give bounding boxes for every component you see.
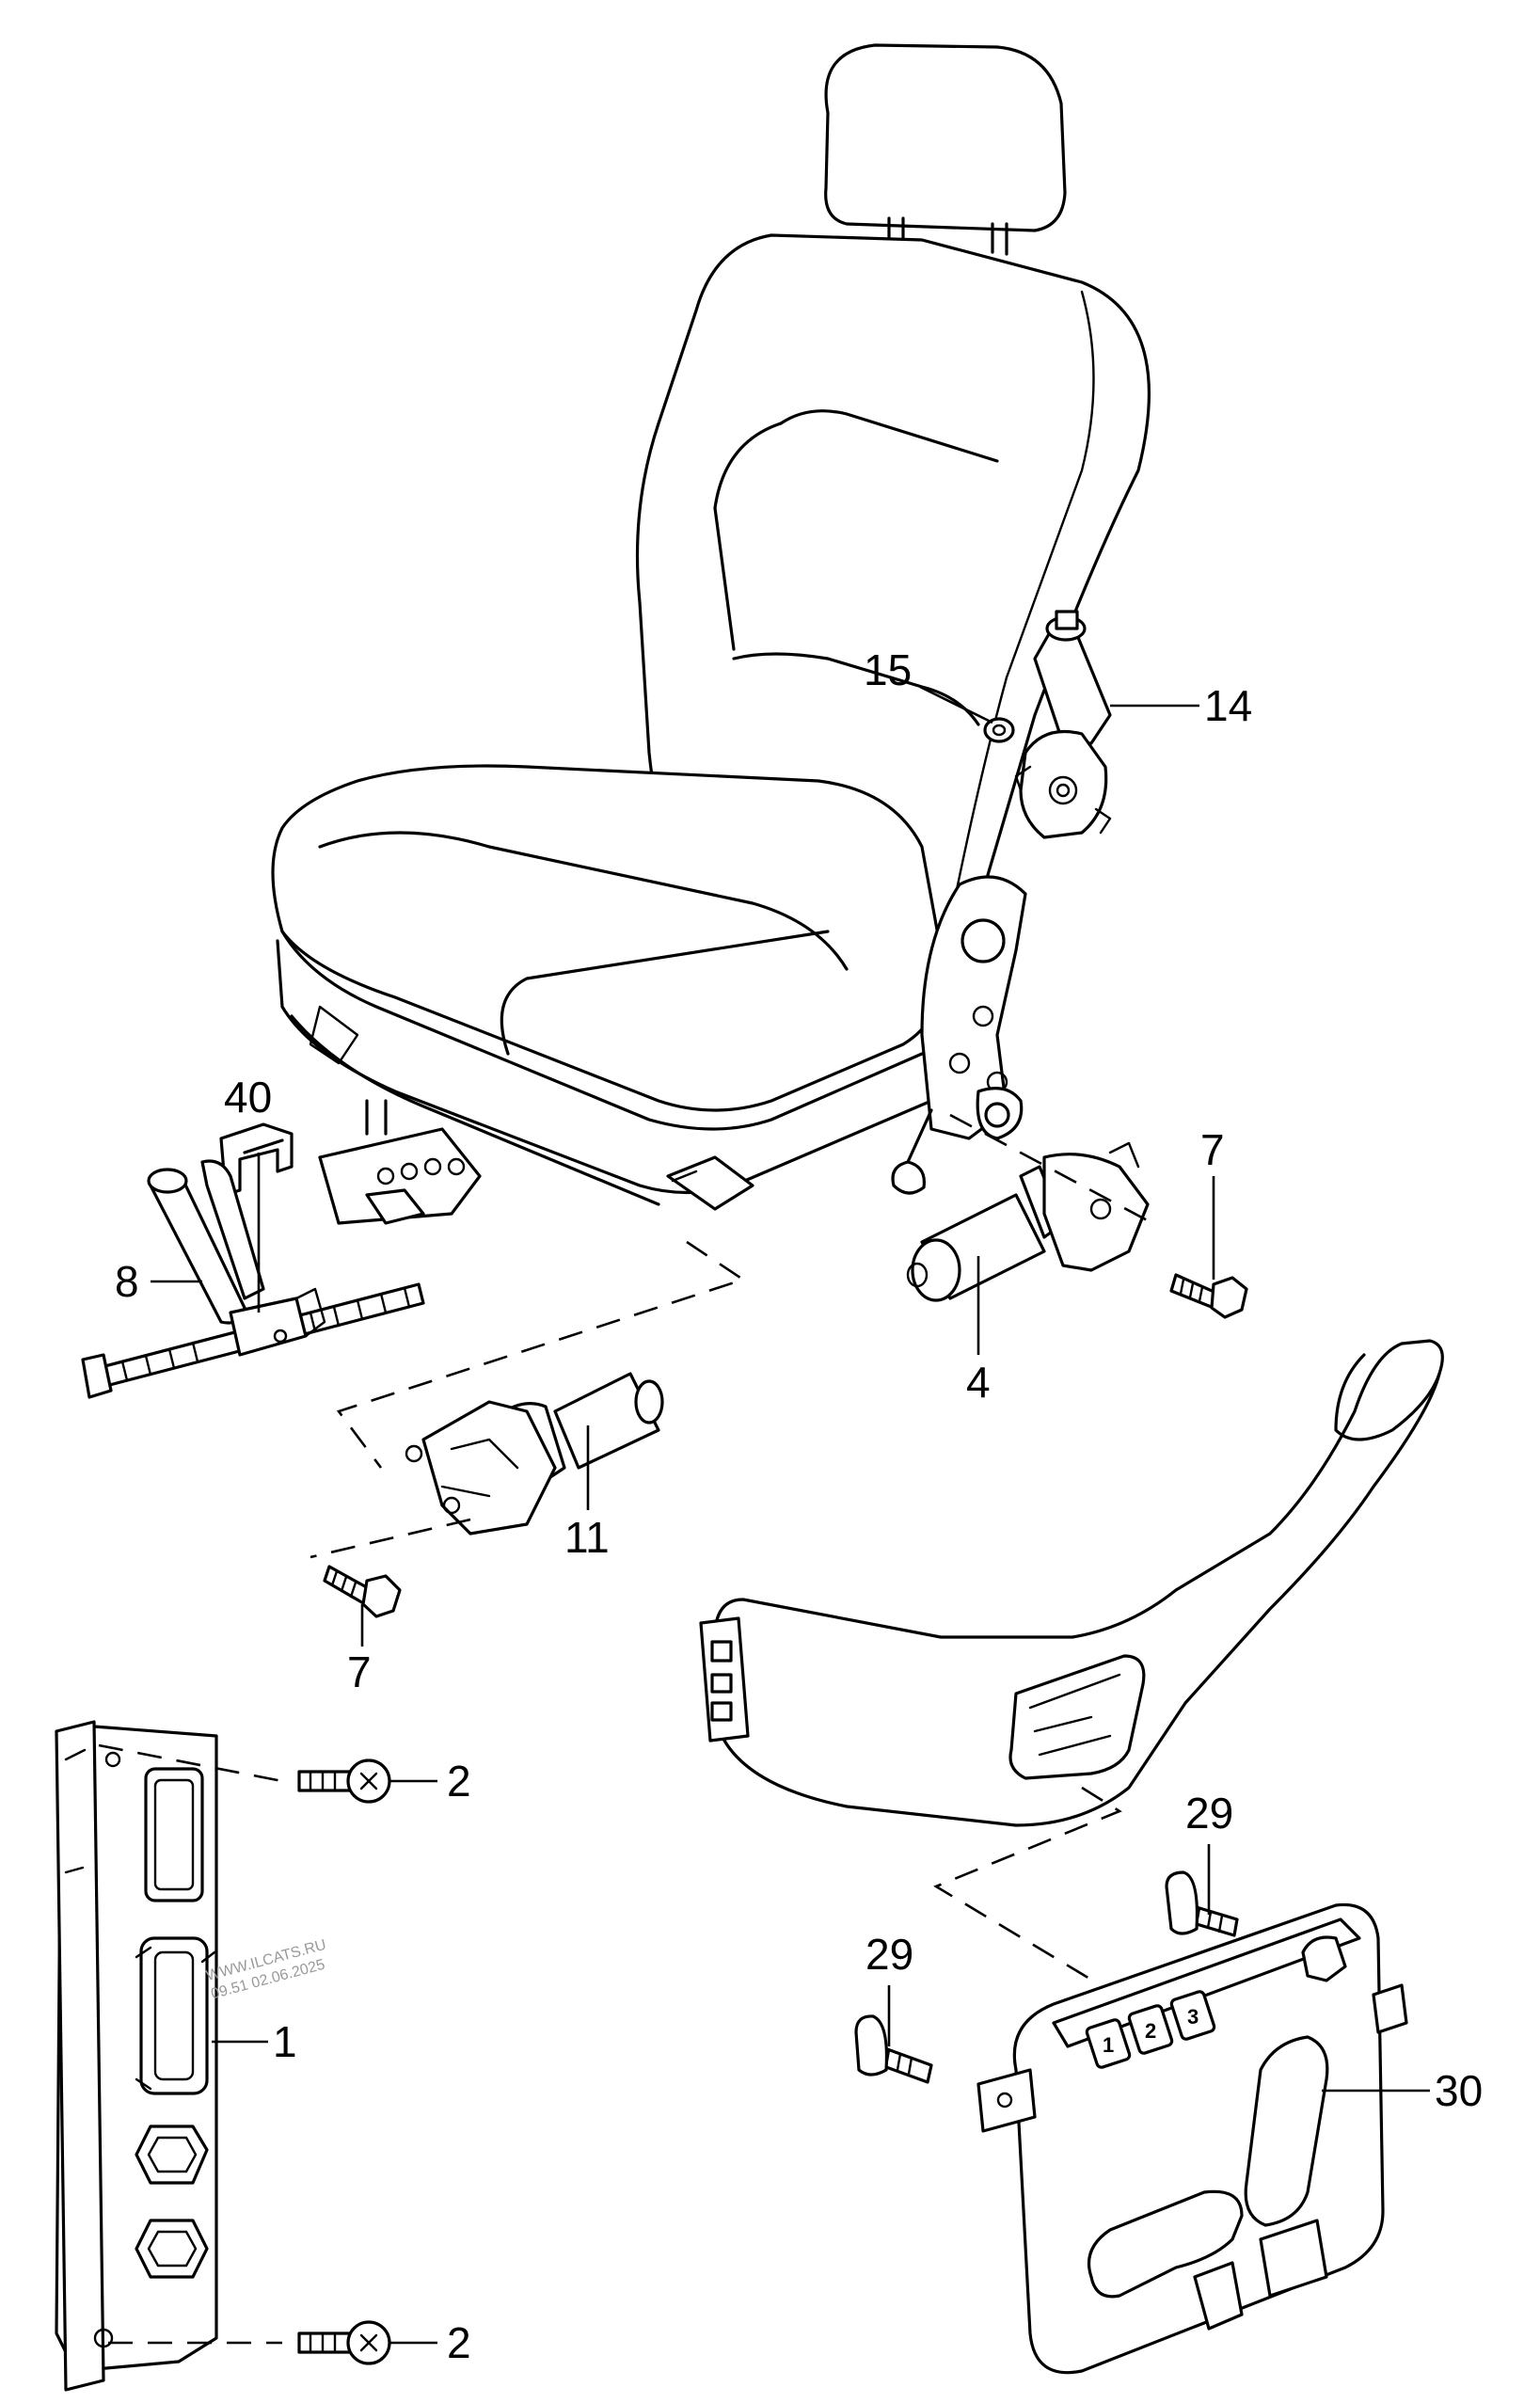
- memory-key-labels: 1 2 3: [1103, 2005, 1199, 2057]
- part-2-screw-lower: [297, 2320, 391, 2365]
- part-30-seat-adjust-switch: [976, 1902, 1408, 2375]
- callout-2-upper: 2: [447, 1757, 471, 1806]
- part-7-bolt-upper: [1169, 1273, 1248, 1319]
- headrest: [824, 43, 1067, 256]
- side-trim-panel: [699, 1339, 1444, 1827]
- callout-29-upper: 29: [1185, 1789, 1233, 1838]
- part-1-switch-bezel: [55, 1720, 218, 2392]
- callout-7-lower: 7: [347, 1647, 372, 1696]
- part-7-bolt-lower: [323, 1565, 402, 1618]
- callout-15: 15: [864, 645, 912, 694]
- memory-key-2: 2: [1145, 2019, 1156, 2043]
- seat-frame: [276, 939, 933, 1225]
- callout-30: 30: [1435, 2066, 1483, 2115]
- part-2-screw-upper: [297, 1758, 391, 1804]
- part-29-screw-upper: [1165, 1870, 1239, 1937]
- callout-14: 14: [1204, 681, 1252, 730]
- leader-lines: [151, 685, 1430, 2345]
- callout-29-lower: 29: [865, 1930, 913, 1979]
- part-11-front-height-motor: [405, 1372, 664, 1536]
- seat-assembly: [271, 43, 1151, 1225]
- memory-key-3: 3: [1187, 2005, 1199, 2029]
- recliner-bracket: [891, 875, 1027, 1195]
- watermark: WWW.ILCATS.RU 09.51 02.06.2025: [204, 1937, 327, 2003]
- part-29-screw-lower: [854, 2014, 933, 2084]
- dashed-assignment-lines: [98, 1113, 1153, 2345]
- callout-1: 1: [273, 2017, 297, 2066]
- memory-key-1: 1: [1103, 2033, 1114, 2057]
- callout-2-lower: 2: [447, 2318, 471, 2367]
- part-14-backrest-adjust-motor: [1014, 610, 1112, 839]
- part-15-nut: [983, 717, 1015, 743]
- callout-4: 4: [966, 1358, 991, 1407]
- callout-11: 11: [564, 1513, 610, 1562]
- part-8-length-adjust-motor: [81, 1159, 425, 1399]
- callout-7-upper: 7: [1200, 1125, 1225, 1174]
- seat-cushion: [271, 764, 945, 1131]
- part-4-height-adjust-motor: [906, 1141, 1150, 1302]
- callout-labels: 15 14 40 8 7 4 11 7 2 1 2 29 29 30: [115, 645, 1483, 2367]
- callout-8: 8: [115, 1257, 139, 1306]
- callout-40: 40: [224, 1073, 272, 1122]
